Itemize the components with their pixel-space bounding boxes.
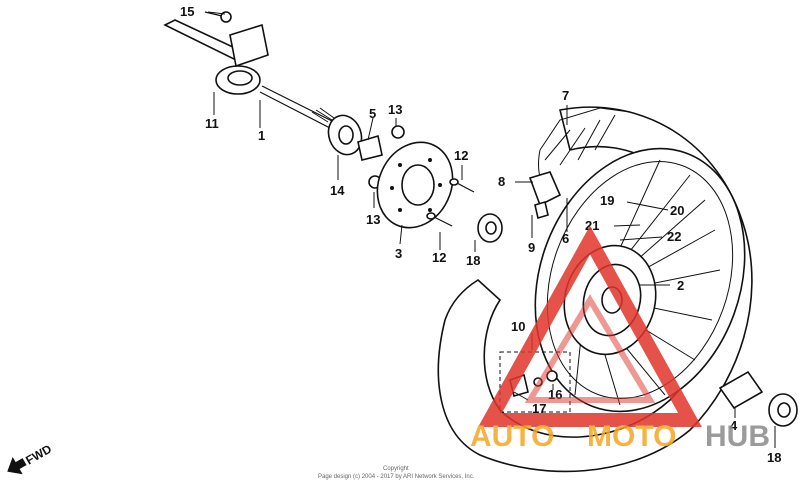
- disc-bolt-lower: [426, 212, 453, 227]
- copyright-line-2: Page design (c) 2004 - 2017 by ARI Netwo…: [318, 474, 475, 480]
- watermark-text-moto: MOTO: [587, 420, 676, 453]
- brake-disc: [376, 141, 454, 229]
- bearing-left: [477, 213, 503, 243]
- watermark-text-hub: HUB: [705, 420, 770, 453]
- bolt: [204, 11, 232, 23]
- forward-arrow: FWD: [7, 442, 54, 475]
- label-part-3: 3: [395, 246, 402, 261]
- watermark-logo: AUTO MOTO HUB: [470, 225, 770, 453]
- axle-collar: [215, 23, 269, 95]
- watermark-triangle-icon: [478, 225, 702, 427]
- label-part-2: 2: [677, 278, 684, 293]
- label-part-13-lower: 13: [366, 212, 380, 227]
- label-part-7: 7: [562, 88, 569, 103]
- tube-valve: [528, 171, 562, 220]
- label-part-12-upper: 12: [454, 148, 468, 163]
- label-part-20: 20: [670, 203, 684, 218]
- label-part-17: 17: [532, 401, 546, 416]
- copyright-line-1: Copyright: [383, 466, 409, 472]
- copyright: Copyright Page design (c) 2004 - 2017 by…: [318, 466, 475, 480]
- label-part-9: 9: [528, 240, 535, 255]
- label-part-4: 4: [730, 418, 738, 433]
- label-part-12-lower: 12: [432, 250, 446, 265]
- label-part-18-right: 18: [767, 450, 781, 465]
- label-part-22: 22: [667, 229, 681, 244]
- label-part-8: 8: [498, 174, 505, 189]
- fwd-label: FWD: [23, 442, 54, 468]
- label-part-10: 10: [511, 319, 525, 334]
- disc-bolt-upper: [449, 178, 475, 193]
- label-part-1: 1: [258, 128, 265, 143]
- watermark-text-auto: AUTO: [470, 420, 554, 453]
- lock-plate: [357, 134, 383, 161]
- label-part-5: 5: [369, 106, 376, 121]
- label-part-15: 15: [180, 4, 194, 19]
- bearing-right: [768, 393, 798, 427]
- label-part-11: 11: [205, 116, 219, 131]
- nut-upper: [391, 125, 405, 139]
- distance-collar: [718, 370, 764, 410]
- label-part-19: 19: [600, 193, 614, 208]
- label-part-6: 6: [562, 231, 569, 246]
- label-part-14: 14: [330, 183, 345, 198]
- oil-seal: [327, 114, 363, 156]
- label-part-13-upper: 13: [388, 102, 402, 117]
- label-part-18-left: 18: [466, 253, 480, 268]
